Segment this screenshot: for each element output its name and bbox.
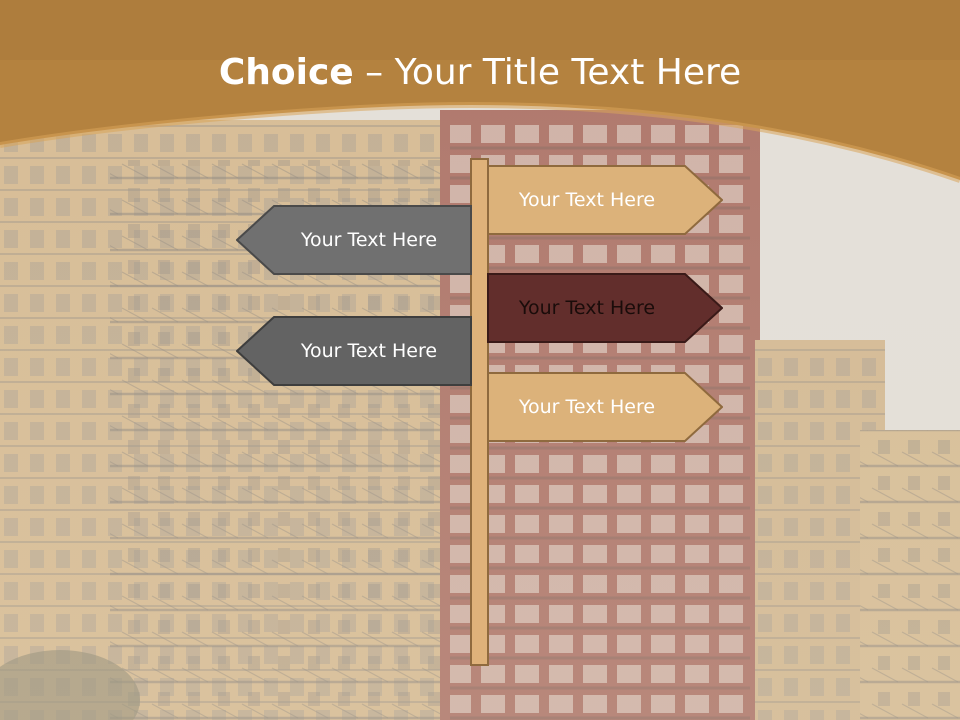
sign-left-top-label: Your Text Here [300,229,438,251]
sign-right-middle[interactable]: Your Text Here [487,273,723,343]
sign-right-bottom-label: Your Text Here [518,396,656,418]
sign-right-top-label: Your Text Here [518,189,656,211]
sign-left-bottom[interactable]: Your Text Here [236,316,472,386]
title-rest-text: Your Title Text Here [394,52,742,93]
sign-right-bottom-shape [487,372,723,442]
sign-right-bottom[interactable]: Your Text Here [487,372,723,442]
sign-right-middle-label: Your Text Here [518,297,656,319]
sign-right-top[interactable]: Your Text Here [487,165,723,235]
title-bold-text: Choice [218,52,354,93]
sign-left-bottom-label: Your Text Here [300,340,438,362]
sign-left-bottom-shape [236,316,472,386]
title-separator: – [353,52,395,93]
sign-left-top-shape [236,205,472,275]
sign-left-top[interactable]: Your Text Here [236,205,472,275]
slide-title: Choice – Your Title Text Here [0,52,960,93]
sign-right-top-shape [487,165,723,235]
sign-right-middle-shape [487,273,723,343]
